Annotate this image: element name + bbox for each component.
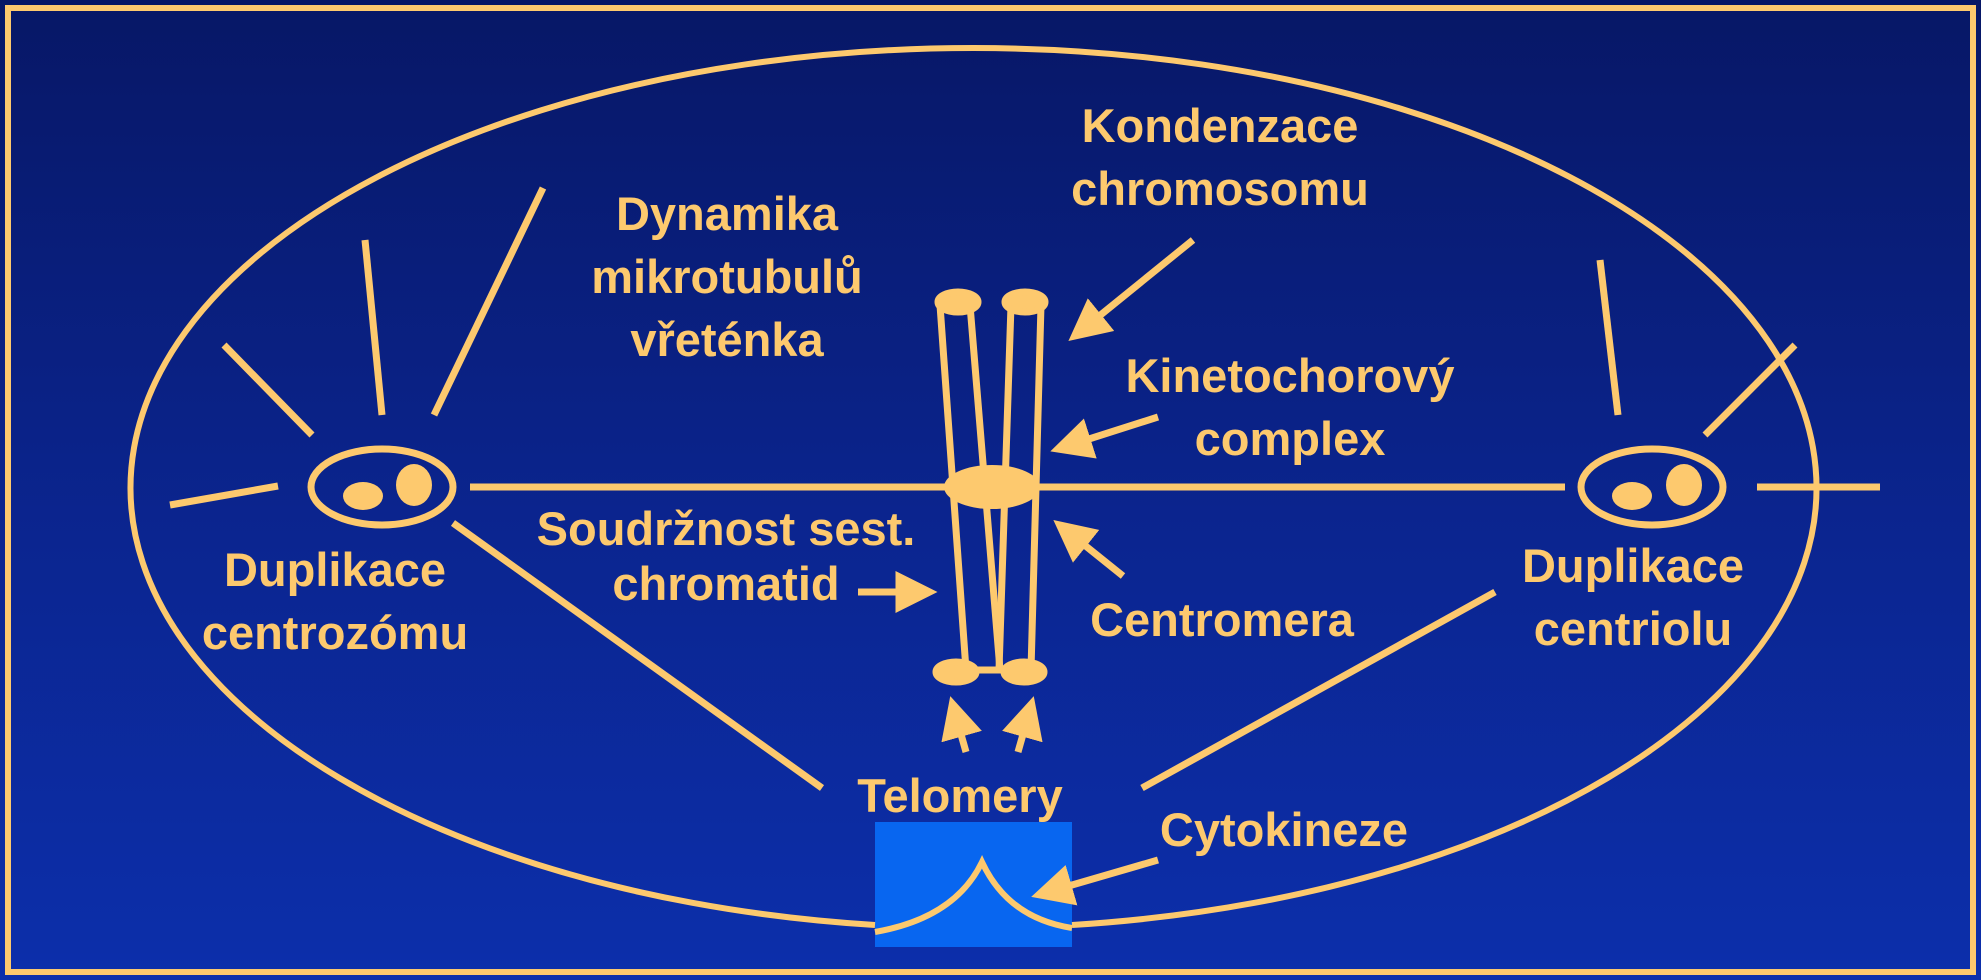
telomere-top-left xyxy=(938,292,978,312)
label-cytokinesis: Cytokineze xyxy=(1160,803,1408,856)
label-centrosome-dup-line1: Duplikace xyxy=(224,543,446,596)
label-cohesion-line2: chromatid xyxy=(612,557,839,610)
left-centrosome xyxy=(311,449,453,525)
label-telomeres: Telomery xyxy=(857,769,1063,822)
arrow-centromere xyxy=(1067,531,1123,576)
label-condensation-line2: chromosomu xyxy=(1071,162,1369,215)
arrow-telomere-left xyxy=(955,713,966,752)
label-kinetochore-line2: complex xyxy=(1195,412,1386,465)
label-condensation-line1: Kondenzace xyxy=(1082,99,1359,152)
label-kinetochore-line1: Kinetochorový xyxy=(1125,349,1454,402)
label-centrosome-dup-line2: centrozómu xyxy=(202,606,468,659)
label-dynamics-line2: mikrotubulů xyxy=(591,250,863,303)
label-centriole-dup-line1: Duplikace xyxy=(1522,539,1744,592)
spindle-microtubules xyxy=(453,523,1495,788)
label-dynamics-line1: Dynamika xyxy=(616,187,839,240)
label-cohesion-line1: Soudržnost sest. xyxy=(537,502,916,555)
label-centromere: Centromera xyxy=(1090,593,1355,646)
arrow-kinetochore xyxy=(1067,417,1158,446)
arrow-condensation xyxy=(1082,240,1193,330)
cytokinesis-highlight-box xyxy=(875,822,1072,947)
centromere-body xyxy=(944,465,1040,509)
telomere-top-right xyxy=(1005,292,1045,312)
right-centrosome xyxy=(1581,449,1723,525)
label-centriole-dup-line2: centriolu xyxy=(1534,602,1732,655)
arrow-telomere-right xyxy=(1018,713,1029,752)
telomere-bottom-right xyxy=(1004,662,1044,682)
label-dynamics-line3: vřeténka xyxy=(630,313,824,366)
telomere-bottom-left xyxy=(936,662,976,682)
